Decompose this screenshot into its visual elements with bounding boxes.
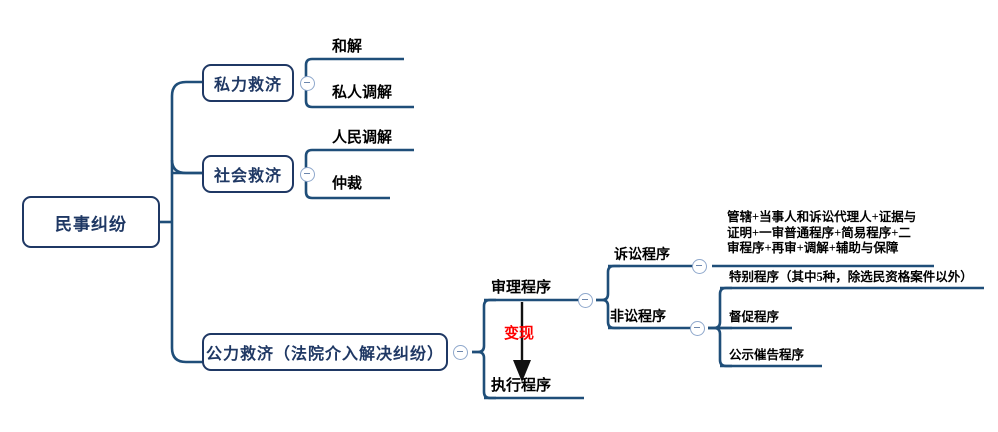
root-node-label: 民事纠纷 [55, 214, 127, 234]
node-public-relief[interactable]: 公力救济（法院介入解决纠纷） [202, 333, 448, 371]
annotation-realization: 变现 [504, 322, 534, 343]
leaf-supervision-procedure-label: 督促程序 [729, 310, 780, 324]
leaf-litigation-detail[interactable]: 管辖+当事人和诉讼代理人+证据与 证明+一审普通程序+简易程序+二 审程序+再审… [727, 210, 939, 257]
collapse-toggle-private-relief[interactable] [300, 76, 315, 91]
leaf-people-mediation-label: 人民调解 [332, 130, 393, 146]
leaf-people-mediation[interactable]: 人民调解 [332, 129, 392, 148]
collapse-toggle-litigation-procedure[interactable] [692, 259, 707, 274]
leaf-special-procedure-label: 特别程序（其中5种，除选民资格案件以外） [729, 270, 973, 284]
collapse-toggle-non-litigation-procedure[interactable] [690, 321, 705, 336]
annotation-realization-label: 变现 [504, 326, 535, 342]
node-social-relief-label: 社会救济 [213, 168, 282, 185]
leaf-public-summons-procedure[interactable]: 公示催告程序 [729, 348, 804, 364]
leaf-trial-procedure-label: 审理程序 [491, 280, 552, 296]
leaf-settlement-label: 和解 [332, 39, 363, 55]
leaf-private-mediation-label: 私人调解 [332, 85, 393, 101]
leaf-trial-procedure[interactable]: 审理程序 [491, 279, 551, 298]
leaf-arbitration-label: 仲裁 [332, 176, 363, 192]
litigation-detail-line-1: 管辖+当事人和诉讼代理人+证据与 [727, 210, 917, 224]
litigation-detail-line-2: 证明+一审普通程序+简易程序+二 [727, 225, 911, 240]
collapse-toggle-trial-procedure[interactable] [578, 293, 593, 308]
node-private-relief[interactable]: 私力救济 [202, 64, 294, 102]
leaf-execution-procedure-label: 执行程序 [491, 378, 552, 394]
leaf-supervision-procedure[interactable]: 督促程序 [729, 310, 779, 326]
leaf-non-litigation-procedure[interactable]: 非讼程序 [610, 309, 666, 327]
leaf-execution-procedure[interactable]: 执行程序 [491, 377, 551, 396]
leaf-litigation-procedure[interactable]: 诉讼程序 [614, 247, 670, 265]
node-private-relief-label: 私力救济 [213, 77, 282, 94]
leaf-private-mediation[interactable]: 私人调解 [332, 84, 392, 103]
root-node-civil-dispute[interactable]: 民事纠纷 [22, 196, 160, 248]
leaf-settlement[interactable]: 和解 [332, 38, 362, 57]
leaf-non-litigation-procedure-label: 非讼程序 [610, 310, 666, 325]
collapse-toggle-public-relief[interactable] [453, 345, 468, 360]
collapse-toggle-social-relief[interactable] [300, 167, 315, 182]
leaf-special-procedure[interactable]: 特别程序（其中5种，除选民资格案件以外） [729, 270, 973, 286]
litigation-detail-line-3: 审程序+再审+调解+辅助与保障 [727, 241, 899, 256]
leaf-public-summons-procedure-label: 公示催告程序 [729, 348, 805, 362]
leaf-litigation-procedure-label: 诉讼程序 [614, 248, 670, 263]
node-social-relief[interactable]: 社会救济 [202, 155, 294, 193]
leaf-arbitration[interactable]: 仲裁 [332, 175, 362, 194]
node-public-relief-label: 公力救济（法院介入解决纠纷） [205, 346, 444, 363]
